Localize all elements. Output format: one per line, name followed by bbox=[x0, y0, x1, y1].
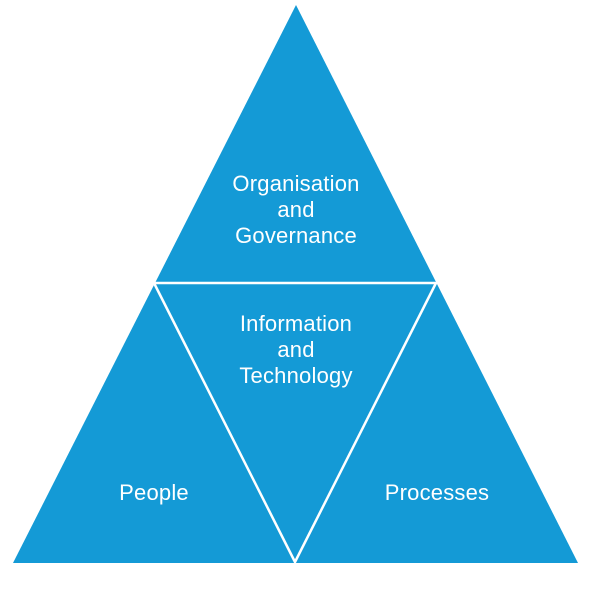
section-label-information-and-technology: Information and Technology bbox=[239, 311, 353, 388]
section-label-processes: Processes bbox=[384, 480, 490, 505]
section-label-organisation-and-governance: Organisation and Governance bbox=[232, 171, 360, 248]
section-label-people: People bbox=[119, 480, 189, 505]
pyramid-inner-divider-triangle bbox=[152, 281, 438, 564]
